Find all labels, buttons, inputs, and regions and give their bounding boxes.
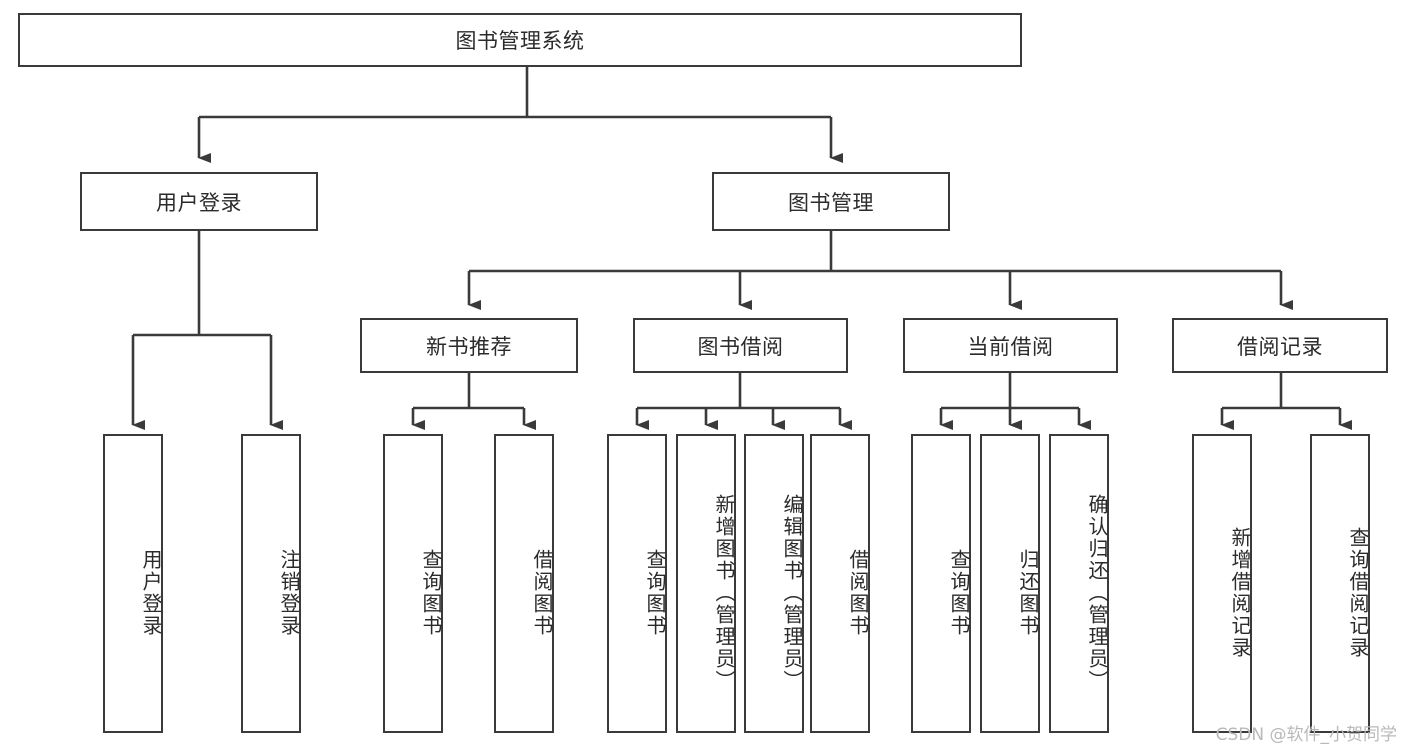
leaf-record-query[interactable]: 查询借阅记录 xyxy=(1310,434,1370,733)
node-label: 借阅记录 xyxy=(1237,334,1323,359)
node-label: 用户登录 xyxy=(139,548,163,637)
node-user-login[interactable]: 用户登录 xyxy=(80,172,318,231)
node-label: 查询图书 xyxy=(643,548,667,637)
node-label: 当前借阅 xyxy=(967,334,1054,359)
node-current-borrow[interactable]: 当前借阅 xyxy=(903,318,1118,373)
node-label: 查询图书 xyxy=(419,548,443,637)
watermark: CSDN @软件_小贺同学 xyxy=(1215,725,1397,745)
node-book-borrow[interactable]: 图书借阅 xyxy=(633,318,848,373)
leaf-book-borrow-add[interactable]: 新增图书（管理员） xyxy=(676,434,736,733)
node-label: 新书推荐 xyxy=(426,334,512,359)
node-label: 新增图书（管理员） xyxy=(712,493,736,692)
leaf-new-book-query[interactable]: 查询图书 xyxy=(383,434,443,733)
node-borrow-record[interactable]: 借阅记录 xyxy=(1172,318,1388,373)
node-label: 查询借阅记录 xyxy=(1346,526,1370,659)
node-label: 新增借阅记录 xyxy=(1228,526,1252,659)
leaf-record-add[interactable]: 新增借阅记录 xyxy=(1192,434,1252,733)
leaf-book-borrow-lend[interactable]: 借阅图书 xyxy=(810,434,870,733)
node-new-book-recommend[interactable]: 新书推荐 xyxy=(360,318,578,373)
leaf-book-borrow-query[interactable]: 查询图书 xyxy=(607,434,667,733)
leaf-user-login-signout[interactable]: 注销登录 xyxy=(241,434,301,733)
node-label: 查询图书 xyxy=(947,548,971,637)
node-label: 借阅图书 xyxy=(846,548,870,637)
node-label: 图书管理 xyxy=(788,190,874,215)
node-book-management[interactable]: 图书管理 xyxy=(712,172,950,231)
leaf-new-book-borrow[interactable]: 借阅图书 xyxy=(494,434,554,733)
node-label: 归还图书 xyxy=(1016,548,1040,637)
leaf-current-borrow-query[interactable]: 查询图书 xyxy=(911,434,971,733)
node-root-system[interactable]: 图书管理系统 xyxy=(18,13,1022,67)
node-label: 注销登录 xyxy=(277,548,301,637)
node-label: 编辑图书（管理员） xyxy=(780,493,804,692)
node-label: 确认归还（管理员） xyxy=(1085,493,1109,692)
node-label: 图书管理系统 xyxy=(455,29,585,53)
leaf-user-login-signin[interactable]: 用户登录 xyxy=(103,434,163,733)
leaf-current-borrow-confirm[interactable]: 确认归还（管理员） xyxy=(1049,434,1109,733)
leaf-current-borrow-return[interactable]: 归还图书 xyxy=(980,434,1040,733)
node-label: 借阅图书 xyxy=(530,548,554,637)
leaf-book-borrow-edit[interactable]: 编辑图书（管理员） xyxy=(744,434,804,733)
node-label: 用户登录 xyxy=(156,190,242,215)
node-label: 图书借阅 xyxy=(697,334,784,359)
